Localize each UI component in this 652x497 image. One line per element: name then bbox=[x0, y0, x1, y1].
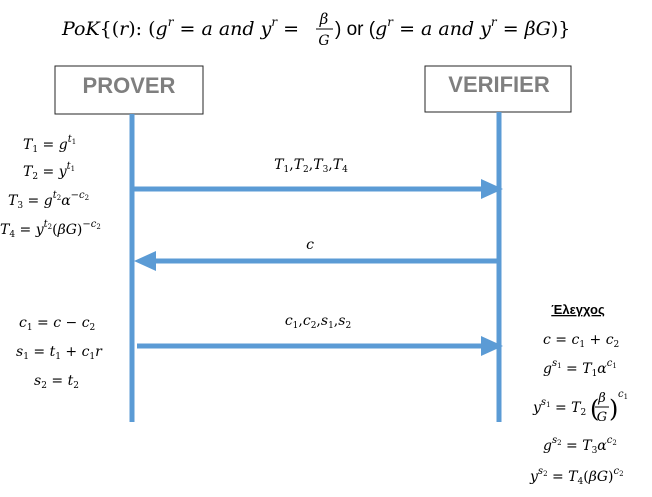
title-part-2: ) or (gr = a and yr = βG)} bbox=[335, 15, 570, 40]
equation-t2: T2 = yt1 bbox=[23, 161, 75, 182]
prover-box: PROVER bbox=[54, 65, 204, 115]
arrowhead-right-icon bbox=[481, 179, 503, 199]
verifier-box: VERIFIER bbox=[424, 65, 572, 113]
check-y-s2: ys2 = T4(βG)c2 bbox=[529, 466, 624, 487]
check-g-s2: gs2 = T3αc2 bbox=[543, 435, 617, 456]
verifier-heading: Έλεγχος bbox=[551, 302, 605, 317]
equation-t4: T4 = yt2(βG)−c2 bbox=[0, 219, 101, 240]
equation-c1: c1 = c − c2 bbox=[19, 315, 95, 333]
title-part-1: PoK{(r): (gr = a and yr = bbox=[61, 15, 299, 40]
check-y-s1-paren-close: ) bbox=[609, 395, 618, 423]
prover-commitment-equations: T1 = gt1 T2 = yt1 T3 = gt2α−c2 T4 = yt2(… bbox=[0, 134, 101, 240]
check-challenge-sum: c = c1 + c2 bbox=[543, 332, 619, 350]
title-fraction-numerator: β bbox=[319, 10, 329, 28]
message-arrow-responses bbox=[137, 336, 503, 356]
check-y-s1-beta: β bbox=[597, 391, 606, 406]
check-g-s1: gs1 = T1αc1 bbox=[543, 358, 617, 379]
arrowhead-left-icon bbox=[134, 251, 156, 271]
arrowhead-right-icon bbox=[481, 336, 503, 356]
message-arrow-challenge bbox=[134, 251, 501, 271]
check-y-s1: ys1 = T2 ( β G ) c1 bbox=[532, 389, 628, 425]
check-y-s1-paren-open: ( bbox=[590, 395, 599, 423]
title-formula: PoK{(r): (gr = a and yr = β G ) or (gr =… bbox=[61, 10, 570, 49]
check-y-s1-g: G bbox=[597, 410, 607, 425]
verifier-label: VERIFIER bbox=[448, 72, 550, 97]
prover-label: PROVER bbox=[83, 73, 176, 98]
message-arrow-commitments bbox=[134, 179, 503, 199]
equation-s2: s2 = t2 bbox=[34, 373, 79, 391]
title-fraction: β G bbox=[316, 10, 333, 49]
message-label-commitments: T1,T2,T3,T4 bbox=[274, 157, 348, 175]
message-label-responses: c1,c2,s1,s2 bbox=[285, 313, 351, 331]
equation-s1: s1 = t1 + c1r bbox=[16, 344, 103, 362]
verifier-checks: Έλεγχος c = c1 + c2 gs1 = T1αc1 ys1 = T2… bbox=[529, 302, 628, 487]
equation-t1: T1 = gt1 bbox=[23, 134, 76, 155]
check-y-s1-lhs: ys1 = T2 bbox=[532, 397, 586, 418]
message-label-challenge: c bbox=[306, 237, 314, 253]
check-y-s1-exponent: c1 bbox=[618, 389, 628, 401]
title-fraction-denominator: G bbox=[318, 33, 329, 49]
equation-t3: T3 = gt2α−c2 bbox=[8, 190, 89, 211]
prover-response-equations: c1 = c − c2 s1 = t1 + c1r s2 = t2 bbox=[16, 315, 103, 391]
